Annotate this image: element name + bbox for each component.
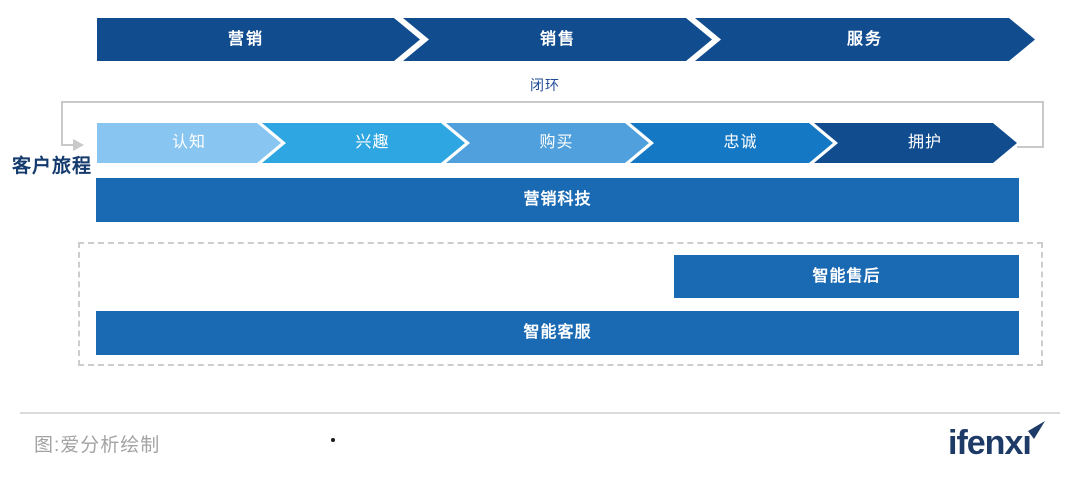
martech-bar: 营销科技	[96, 178, 1019, 222]
top-arrow-marketing	[97, 18, 420, 61]
customer-service-bar: 智能客服	[96, 311, 1019, 355]
top-arrow-sales	[403, 18, 712, 61]
chevron-interest	[262, 123, 465, 163]
chevron-awareness	[97, 123, 281, 163]
journey-stage-purchase-label: 购买	[539, 134, 574, 151]
aftersales-bar: 智能售后	[674, 255, 1019, 298]
chevron-advocacy	[814, 123, 1017, 163]
journey-stage-advocacy-label: 拥护	[907, 134, 942, 151]
chevron-loyalty	[630, 123, 833, 163]
journey-stage-awareness-label: 认知	[171, 134, 206, 151]
top-arrow-service	[695, 18, 1035, 61]
chevron-purchase	[446, 123, 649, 163]
journey-stage-loyalty-label: 忠诚	[723, 134, 758, 151]
top-stage-sales-label: 销售	[539, 31, 576, 48]
footer-divider	[20, 412, 1060, 414]
logo-dotless-i: ı	[1022, 424, 1032, 462]
journey-stage-interest-label: 兴趣	[355, 134, 390, 151]
loop-label: 闭环	[530, 77, 560, 93]
logo-arrow-icon	[1018, 421, 1045, 439]
loop-arrowhead-icon	[73, 139, 84, 151]
loop-line	[61, 101, 1044, 148]
top-stage-marketing-label: 营销	[227, 31, 264, 48]
logo-text: ifenx	[948, 424, 1023, 462]
source-caption: 图:爱分析绘制	[34, 435, 161, 456]
ifenxi-logo: ifenxı	[948, 421, 1058, 465]
small-dot	[331, 438, 335, 442]
top-stage-service-label: 服务	[846, 31, 883, 48]
journey-title: 客户旅程	[12, 156, 93, 177]
service-group-box	[78, 242, 1043, 366]
